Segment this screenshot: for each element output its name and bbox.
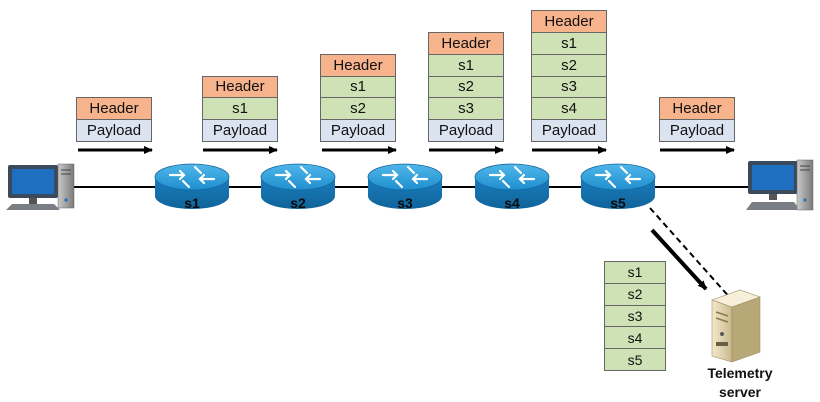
telemetry-metadata-cell: s1	[531, 31, 607, 55]
telemetry-metadata-cell: s1	[202, 97, 278, 121]
router-icon-s1	[154, 163, 230, 209]
packet-header: Header	[531, 10, 607, 33]
packet-header: Header	[320, 53, 396, 77]
telemetry-link	[649, 207, 733, 301]
telemetry-metadata-cell: s2	[531, 53, 607, 77]
telemetry-report-cell: s2	[604, 282, 666, 306]
telemetry-metadata-cell: s2	[428, 75, 504, 99]
packet-payload: Payload	[76, 119, 152, 142]
packet-payload: Payload	[202, 119, 278, 142]
switch-label-s5: s5	[610, 195, 626, 211]
report-arrow	[650, 228, 708, 291]
router-icon-s3	[367, 163, 443, 209]
packet-payload: Payload	[428, 119, 504, 142]
telemetry-metadata-cell: s1	[320, 75, 396, 99]
packet-header: Header	[428, 32, 504, 55]
telemetry-metadata-cell: s2	[320, 97, 396, 121]
telemetry-report-cell: s3	[604, 304, 666, 328]
switch-label-s2: s2	[290, 195, 306, 211]
packet-payload: Payload	[320, 119, 396, 142]
telemetry-report-cell: s4	[604, 326, 666, 350]
switch-label-s4: s4	[504, 195, 520, 211]
packet-header: Header	[202, 75, 278, 99]
packet-header: Header	[659, 97, 735, 121]
source-host-icon	[6, 163, 75, 210]
switch-label-s1: s1	[184, 195, 200, 211]
destination-host-icon	[746, 159, 814, 211]
telemetry-metadata-cell: s3	[428, 97, 504, 121]
switch-label-s3: s3	[397, 195, 413, 211]
telemetry-metadata-cell: s3	[531, 75, 607, 99]
router-icon-s4	[474, 163, 550, 209]
router-icon-s5	[580, 163, 656, 209]
telemetry-metadata-cell: s4	[531, 97, 607, 121]
telemetry-metadata-cell: s1	[428, 53, 504, 77]
telemetry-server-label: Telemetry server	[707, 365, 773, 400]
router-icon-s2	[260, 163, 336, 209]
packet-payload: Payload	[659, 119, 735, 142]
telemetry-report-cell: s5	[604, 348, 666, 371]
telemetry-server-icon	[711, 289, 761, 363]
packet-payload: Payload	[531, 119, 607, 142]
telemetry-report-cell: s1	[604, 261, 666, 284]
packet-header: Header	[76, 97, 152, 121]
